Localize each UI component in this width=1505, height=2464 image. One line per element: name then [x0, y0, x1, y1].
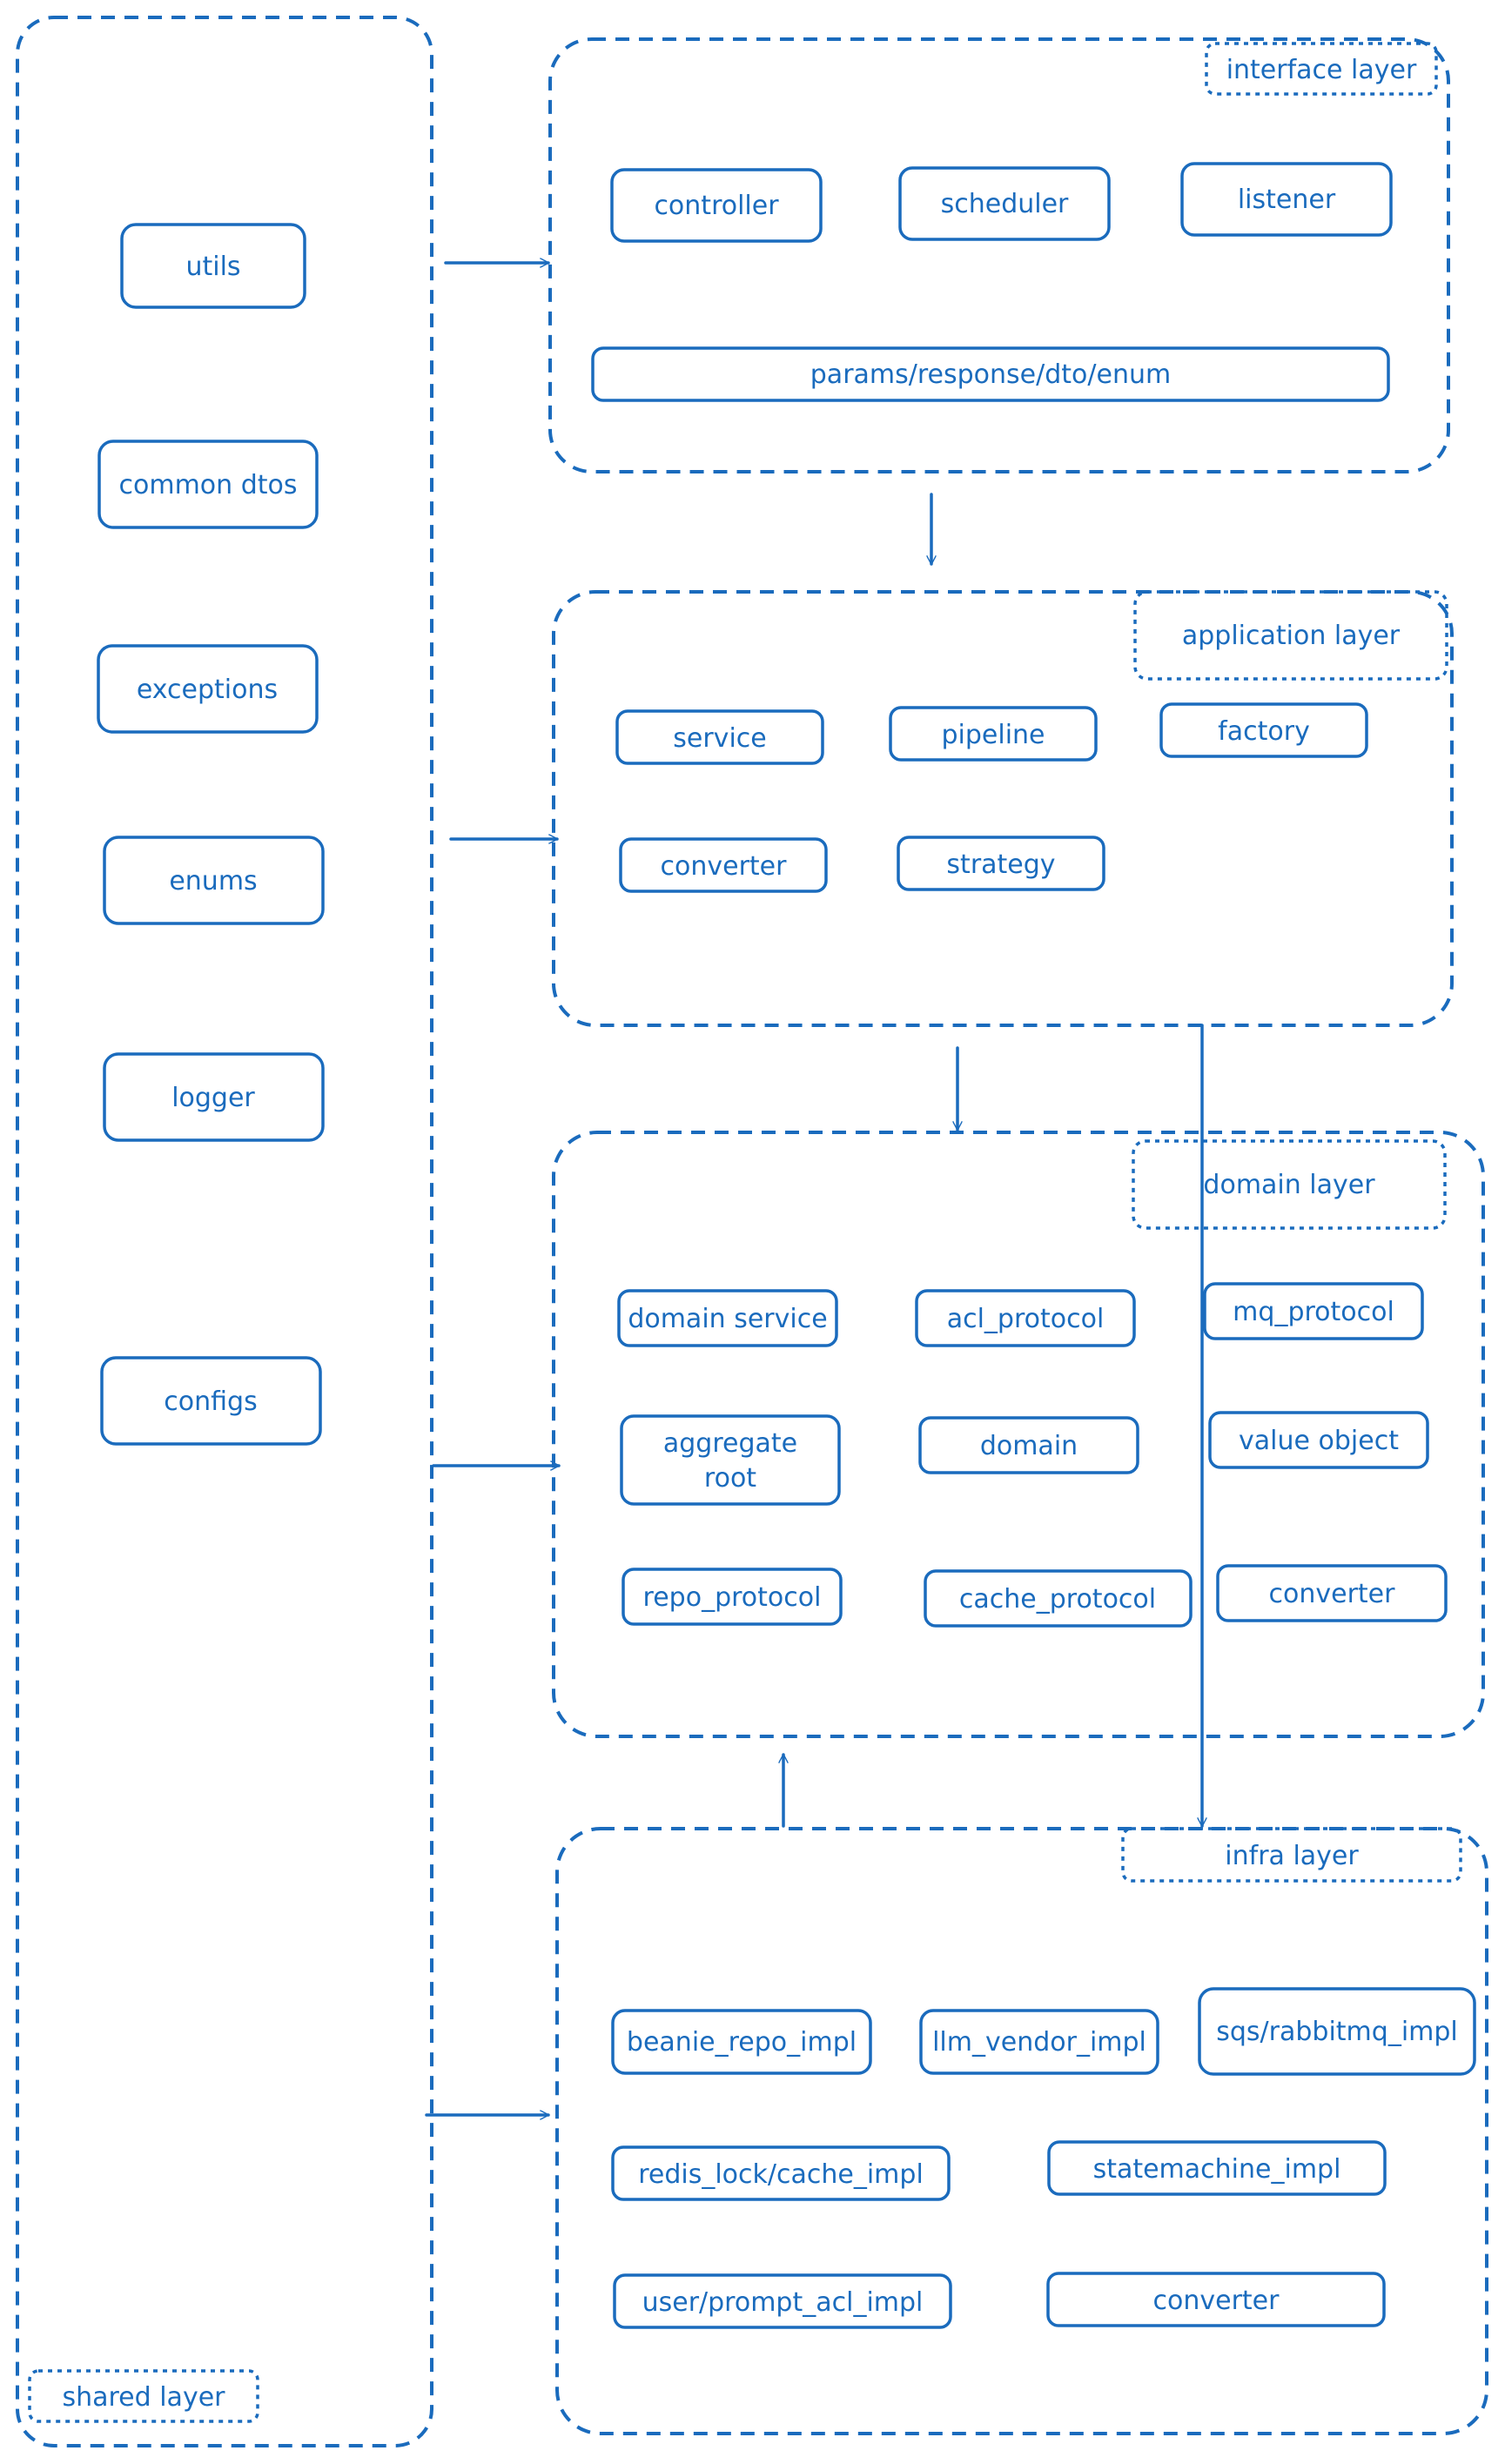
svg-text:repo_protocol: repo_protocol	[643, 1582, 822, 1613]
svg-text:domain: domain	[980, 1431, 1078, 1461]
node-llm-vendor-impl[interactable]: llm_vendor_impl	[919, 2009, 1159, 2075]
shared-layer: shared layer utils common dtos exception…	[16, 16, 433, 2447]
node-value-object[interactable]: value object	[1208, 1411, 1429, 1469]
node-user-prompt-acl-impl[interactable]: user/prompt_acl_impl	[613, 2273, 952, 2329]
interface-layer: interface layer controller scheduler lis…	[548, 37, 1450, 473]
svg-text:strategy: strategy	[946, 849, 1055, 880]
application-layer-tag	[1133, 590, 1448, 681]
node-beanie-repo-impl[interactable]: beanie_repo_impl	[611, 2009, 872, 2075]
domain-layer: domain layer domain service acl_protocol…	[552, 1131, 1485, 1738]
svg-text:scheduler: scheduler	[941, 189, 1069, 219]
svg-text:sqs/rabbitmq_impl: sqs/rabbitmq_impl	[1216, 2017, 1458, 2047]
svg-text:converter: converter	[1153, 2286, 1280, 2316]
svg-text:acl_protocol: acl_protocol	[947, 1304, 1105, 1334]
svg-text:mq_protocol: mq_protocol	[1233, 1297, 1394, 1327]
node-converter-domain[interactable]: converter	[1216, 1564, 1448, 1622]
node-sqs-rabbitmq-impl[interactable]: sqs/rabbitmq_impl	[1198, 1987, 1476, 2076]
svg-text:exceptions: exceptions	[137, 675, 278, 705]
svg-text:value object: value object	[1239, 1426, 1399, 1456]
node-acl-protocol[interactable]: acl_protocol	[915, 1289, 1136, 1347]
svg-text:pipeline: pipeline	[941, 720, 1045, 750]
svg-text:listener: listener	[1238, 185, 1336, 215]
svg-text:logger: logger	[171, 1083, 255, 1113]
domain-layer-label: domain layer	[1203, 1170, 1375, 1200]
domain-layer-tag	[1132, 1139, 1447, 1230]
node-repo-protocol[interactable]: repo_protocol	[621, 1568, 843, 1626]
shared-layer-container	[16, 16, 433, 2447]
node-converter-application[interactable]: converter	[619, 837, 828, 893]
node-enums[interactable]: enums	[103, 836, 325, 925]
application-layer: application layer service pipeline facto…	[552, 590, 1454, 1027]
application-layer-container	[552, 590, 1454, 1027]
infra-layer: infra layer beanie_repo_impl llm_vendor_…	[555, 1827, 1488, 2435]
domain-layer-container	[552, 1131, 1485, 1738]
svg-text:redis_lock/cache_impl: redis_lock/cache_impl	[638, 2159, 924, 2190]
node-scheduler[interactable]: scheduler	[898, 166, 1111, 241]
svg-text:user/prompt_acl_impl: user/prompt_acl_impl	[642, 2287, 924, 2318]
node-exceptions[interactable]: exceptions	[97, 644, 319, 734]
node-cache-protocol[interactable]: cache_protocol	[924, 1569, 1193, 1628]
application-layer-label: application layer	[1182, 621, 1401, 651]
node-domain-service[interactable]: domain service	[617, 1289, 838, 1347]
node-domain[interactable]: domain	[918, 1416, 1139, 1474]
interface-layer-container	[548, 37, 1450, 473]
svg-text:params/response/dto/enum: params/response/dto/enum	[810, 359, 1171, 390]
shared-layer-label: shared layer	[62, 2382, 225, 2413]
interface-layer-label: interface layer	[1226, 55, 1417, 85]
svg-text:cache_protocol: cache_protocol	[959, 1584, 1156, 1615]
svg-text:converter: converter	[661, 851, 788, 882]
node-params-response-dto-enum[interactable]: params/response/dto/enum	[591, 346, 1390, 402]
infra-layer-container	[555, 1827, 1488, 2435]
connectors	[425, 263, 1202, 2115]
svg-text:factory: factory	[1218, 716, 1310, 747]
node-redis-lock-cache-impl[interactable]: redis_lock/cache_impl	[611, 2145, 951, 2201]
node-listener[interactable]: listener	[1180, 162, 1393, 237]
svg-text:utils: utils	[185, 252, 240, 282]
node-statemachine-impl[interactable]: statemachine_impl	[1047, 2140, 1387, 2196]
node-logger[interactable]: logger	[103, 1052, 325, 1142]
svg-text:beanie_repo_impl: beanie_repo_impl	[627, 2027, 857, 2058]
interface-layer-tag	[1205, 42, 1438, 96]
svg-text:service: service	[673, 723, 766, 754]
svg-text:configs: configs	[164, 1386, 257, 1417]
infra-layer-label: infra layer	[1225, 1841, 1359, 1871]
svg-text:root: root	[704, 1463, 756, 1494]
svg-text:llm_vendor_impl: llm_vendor_impl	[932, 2027, 1146, 2058]
svg-text:enums: enums	[169, 866, 257, 896]
node-utils[interactable]: utils	[120, 223, 306, 309]
svg-text:aggregate: aggregate	[663, 1428, 797, 1459]
node-configs[interactable]: configs	[100, 1356, 322, 1446]
node-common-dtos[interactable]: common dtos	[97, 440, 319, 529]
node-pipeline[interactable]: pipeline	[889, 706, 1098, 762]
node-strategy[interactable]: strategy	[897, 836, 1105, 891]
svg-text:common dtos: common dtos	[119, 470, 298, 500]
svg-text:converter: converter	[1269, 1579, 1396, 1609]
svg-text:domain service: domain service	[628, 1304, 827, 1334]
svg-text:controller: controller	[654, 191, 779, 221]
shared-layer-tag	[28, 2369, 259, 2423]
node-converter-infra[interactable]: converter	[1046, 2272, 1386, 2327]
node-mq-protocol[interactable]: mq_protocol	[1203, 1282, 1424, 1340]
node-controller[interactable]: controller	[610, 168, 823, 243]
node-service[interactable]: service	[615, 709, 824, 765]
node-aggregate-root[interactable]: aggregate root	[620, 1414, 841, 1506]
svg-text:statemachine_impl: statemachine_impl	[1093, 2154, 1341, 2185]
node-factory[interactable]: factory	[1159, 702, 1368, 758]
